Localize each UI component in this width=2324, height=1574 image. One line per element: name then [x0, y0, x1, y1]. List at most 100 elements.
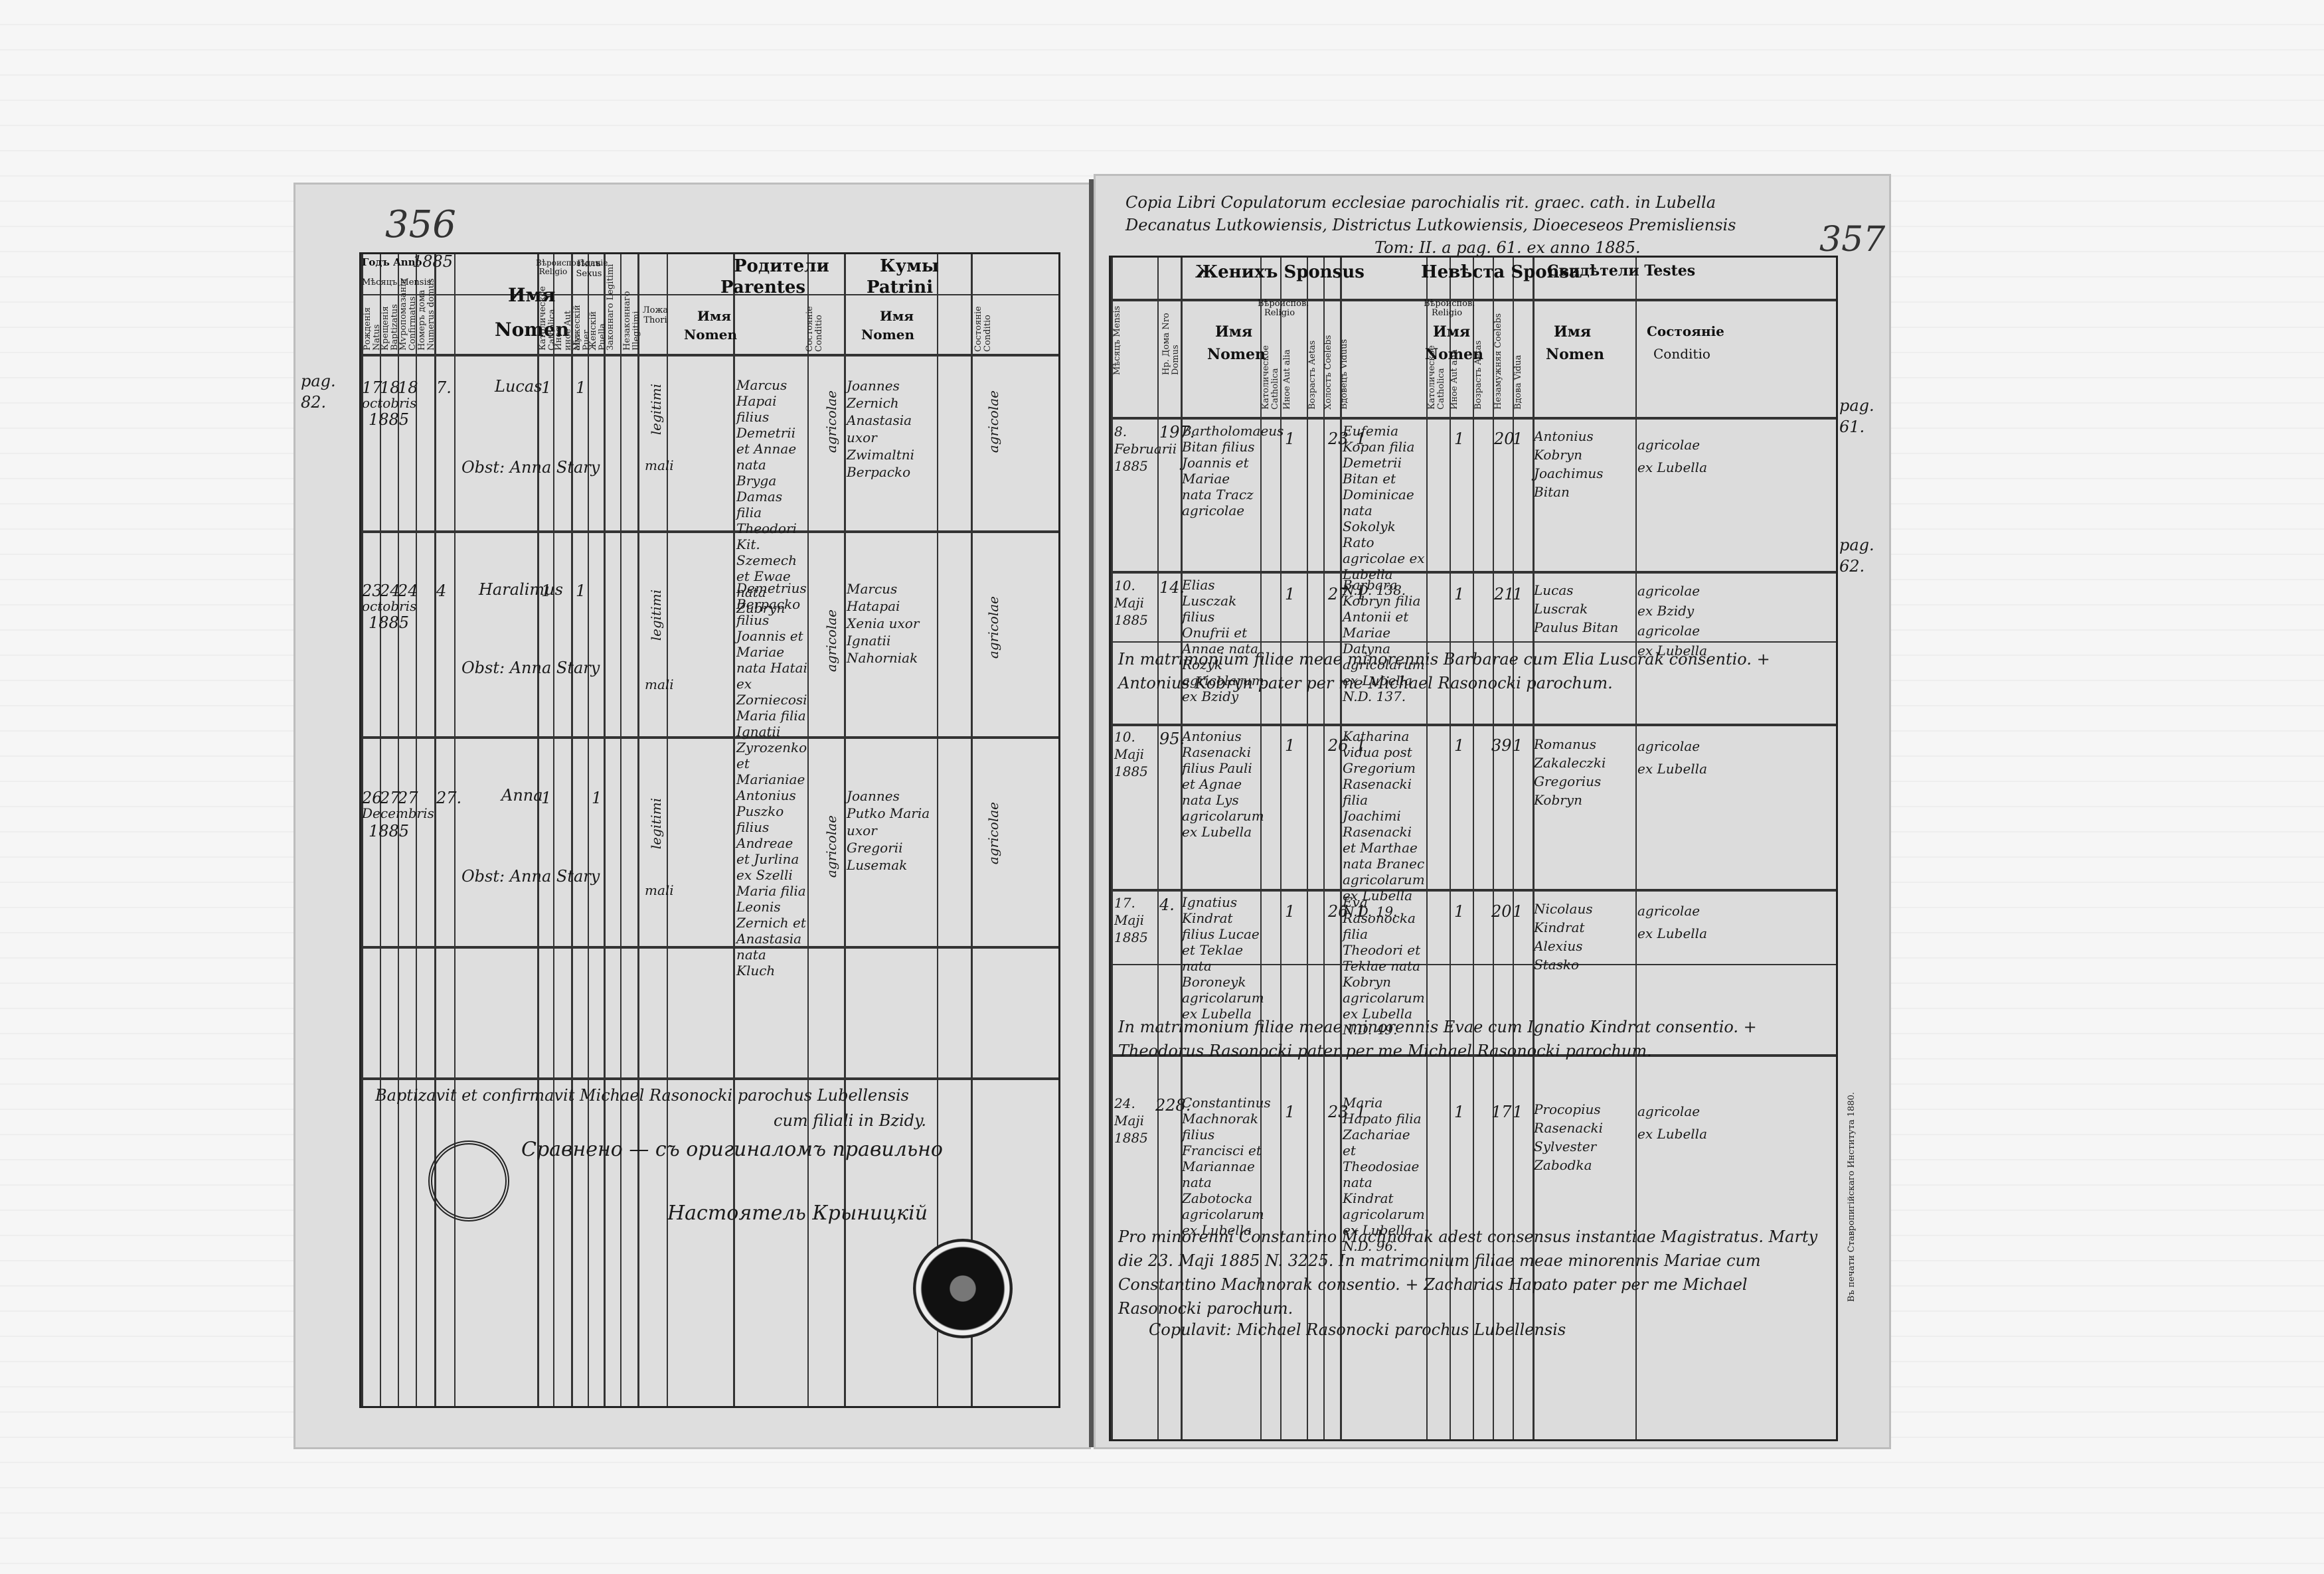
parents-condition-label: Состояніе Conditio	[805, 306, 824, 352]
entry-parents-condition: agricolae	[823, 815, 839, 878]
bride-name-ru: Имя	[1433, 323, 1471, 341]
entry-witness-condition: agricolae ex Lubella	[1637, 437, 1707, 475]
entry-witness-condition: agricolae ex Lubella	[1637, 1103, 1707, 1142]
entry-house: 197.	[1159, 423, 1195, 441]
entry-baptism-day: 27	[380, 789, 400, 807]
entry-witness-condition: agricolae ex Bzidy agricolae ex Lubella	[1637, 583, 1707, 659]
entry-godparents: Joannes Putko Maria uxor Gregorii Lusema…	[847, 788, 930, 873]
bride-unmarried-label: Незамужняя Coelebs	[1493, 313, 1503, 410]
entry-consent-note: In matrimonium filiae meae minorennis Ba…	[1118, 650, 1770, 692]
entry-parents: Marcus Hapai filius Demetrii et Annae na…	[736, 377, 797, 616]
illegit-label: Незаконнаго Illegitimi	[622, 291, 641, 351]
entry-thori: mali	[645, 457, 674, 473]
entry-obstetrix: Obst: Anna Stary	[461, 458, 600, 477]
thori-label: Ложа Thori	[642, 305, 669, 325]
groom-single-label: Холостъ Coelebs	[1323, 335, 1333, 410]
right-page-number: 357	[1819, 220, 1886, 260]
entry-bride-religion: 1	[1454, 736, 1465, 755]
house-number-label: Номеръ дома Numerus domus	[417, 278, 436, 351]
entry-house: 4	[436, 582, 447, 600]
entry-groom-religion: 1	[1285, 902, 1295, 921]
entry-year: 1885	[369, 410, 410, 429]
bride-catholic-label: Католическое Catholica	[1427, 345, 1446, 410]
entry-bride-age: 20	[1491, 902, 1512, 921]
baptism-label: Крещенія Baptizatus	[380, 304, 400, 351]
left-page-number: 356	[385, 203, 456, 246]
entry-confirmation-day: 18	[398, 378, 418, 397]
entry-parents: Antonius Puszko filius Andreae et Jurlin…	[736, 787, 806, 979]
entry-witnesses: Antonius Kobryn Joachimus Bitan	[1534, 428, 1604, 500]
groom-catholic-label: Католическое Catholica	[1261, 345, 1280, 410]
entry-sex: 1	[576, 378, 586, 397]
entry-house: 7.	[436, 378, 452, 397]
entry-birth-day: 26	[362, 789, 382, 807]
bride-other-label: Иное Aut alia	[1450, 349, 1459, 410]
entry-groom: Ignatius Kindrat filius Lucae et Teklae …	[1182, 894, 1264, 1022]
entry-month: octobris	[362, 395, 417, 411]
printer-note: Въ печати Ставропигійскаго Института 188…	[1847, 1092, 1857, 1302]
entry-house: 228.	[1155, 1096, 1191, 1115]
entry-bride-religion: 1	[1454, 902, 1465, 921]
entry-bride-state: 1	[1513, 585, 1523, 603]
witness-condition-ru: Состояніе	[1647, 323, 1724, 339]
entry-groom-state: 1	[1356, 902, 1367, 921]
entry-groom-age: 27	[1328, 585, 1349, 603]
entry-bride-age: 39	[1491, 736, 1512, 755]
name-heading-ru: Имя	[508, 284, 556, 306]
left-page: 356 Годъ	[295, 185, 1089, 1447]
entry-groom: Bartholomaeus Bitan filius Joannis et Ma…	[1182, 423, 1284, 518]
footer-baptizavit: Baptizavit et confirmavit Michael Rasono…	[375, 1086, 909, 1105]
witnesses-heading: Свидѣтели Testes	[1547, 262, 1696, 279]
entry-bride-state: 1	[1513, 902, 1523, 921]
entry-legit: legitimi	[648, 798, 664, 850]
groom-heading: Женихъ Sponsus	[1195, 262, 1365, 282]
year-value: 1885	[412, 252, 454, 271]
entry-religion: 1	[541, 582, 552, 600]
entry-witnesses: Procopius Rasenacki Sylvester Zabodka	[1534, 1101, 1604, 1173]
entry-groom-age: 26	[1328, 902, 1349, 921]
entry-bride-state: 1	[1513, 736, 1523, 755]
parents-name-ru: Имя	[697, 308, 732, 324]
footer-filiali: cum filiali in Bzidy.	[774, 1111, 927, 1130]
entry-bride-age: 17	[1491, 1103, 1512, 1121]
groom-other-label: Иное Aut alia	[1282, 349, 1292, 410]
entry-bride-state: 1	[1513, 430, 1523, 448]
witness-name-ru: Имя	[1554, 323, 1592, 341]
entry-bride: Eva Rasonocka filia Theodori et Teklae n…	[1343, 894, 1425, 1038]
entry-godparents-condition: agricolae	[985, 596, 1001, 659]
entry-name: Haralimus	[479, 580, 563, 599]
entry-groom: Constantinus Machnorak filius Francisci …	[1182, 1095, 1271, 1238]
marriage-register-table	[1109, 256, 1838, 1441]
entry-obstetrix: Obst: Anna Stary	[461, 659, 600, 677]
entry-groom: Elias Lusczak filius Onufrii et Annae na…	[1182, 577, 1264, 704]
religion-heading: Вѣроисповѣданіе Religio	[536, 258, 608, 276]
parents-heading-ru: Родители	[734, 256, 829, 276]
entry-date: 8. Februarii 1885	[1114, 424, 1177, 474]
right-page: Copia Libri Copulatorum ecclesiae paroch…	[1096, 176, 1889, 1447]
entry-bride-age: 20	[1494, 430, 1515, 448]
baptism-register-table	[359, 252, 1060, 1408]
bride-age-label: Возрастъ Aetas	[1473, 340, 1483, 410]
birth-label: Рожденія Natus	[363, 307, 382, 351]
entry-consent-note: In matrimonium filiae meae minorennis Ev…	[1118, 1018, 1757, 1060]
groom-name-ru: Имя	[1215, 323, 1253, 341]
entry-bride: Katharina vidua post Gregorium Rasenacki…	[1343, 728, 1425, 919]
entry-parents: Demetrius Berpacko filius Joannis et Mar…	[736, 580, 807, 787]
parents-heading-la: Parentes	[720, 277, 806, 297]
copulavit-footer: Copulavit: Michael Rasonocki parochus Lu…	[1149, 1320, 1566, 1339]
entry-date: 24. Maji 1885	[1114, 1095, 1148, 1146]
entry-baptism-day: 24	[380, 582, 400, 600]
entry-sex: 1	[576, 582, 586, 600]
parents-name-la: Nomen	[684, 327, 738, 343]
entry-bride-religion: 1	[1454, 1103, 1465, 1121]
entry-obstetrix: Obst: Anna Stary	[461, 867, 600, 886]
footer-signature: Настоятель Крыницкій	[667, 1202, 928, 1225]
entry-bride: Eufemia Kopan filia Demetrii Bitan et Do…	[1343, 423, 1425, 598]
title-line-3: Tom: II. a pag. 61. ex anno 1885.	[1374, 238, 1641, 257]
entry-witnesses: Lucas Luscrak Paulus Bitan	[1534, 582, 1619, 635]
entry-parents-condition: agricolae	[823, 609, 839, 672]
entry-date: 17. Maji 1885	[1114, 895, 1148, 945]
entry-groom-religion: 1	[1285, 430, 1295, 448]
entry-groom-state: 1	[1356, 430, 1367, 448]
right-margin-ref-1: pag. 61.	[1839, 396, 1874, 437]
